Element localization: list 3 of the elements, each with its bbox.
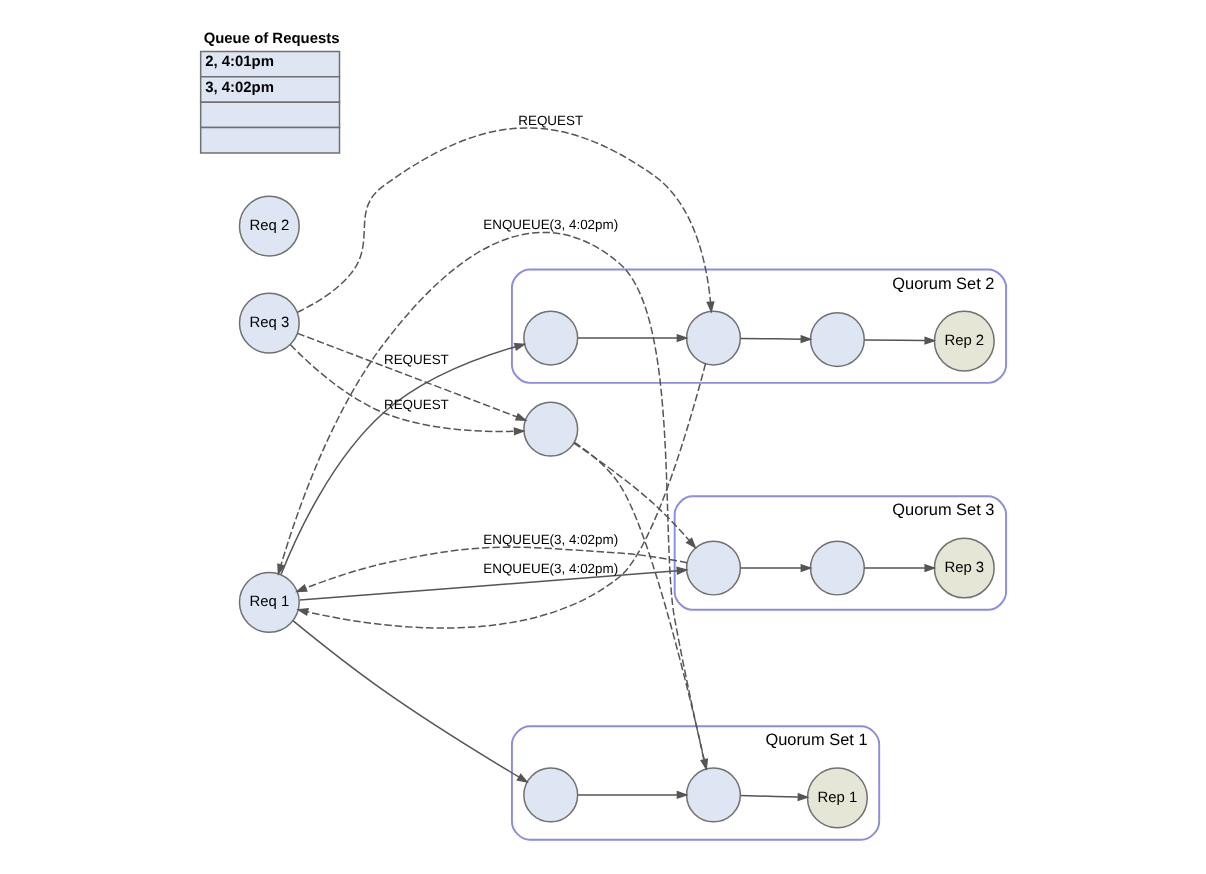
- label: 3, 4:02pm: [205, 77, 274, 96]
- label: 2, 4:01pm: [205, 52, 274, 71]
- label: Queue of Requests: [203, 28, 340, 47]
